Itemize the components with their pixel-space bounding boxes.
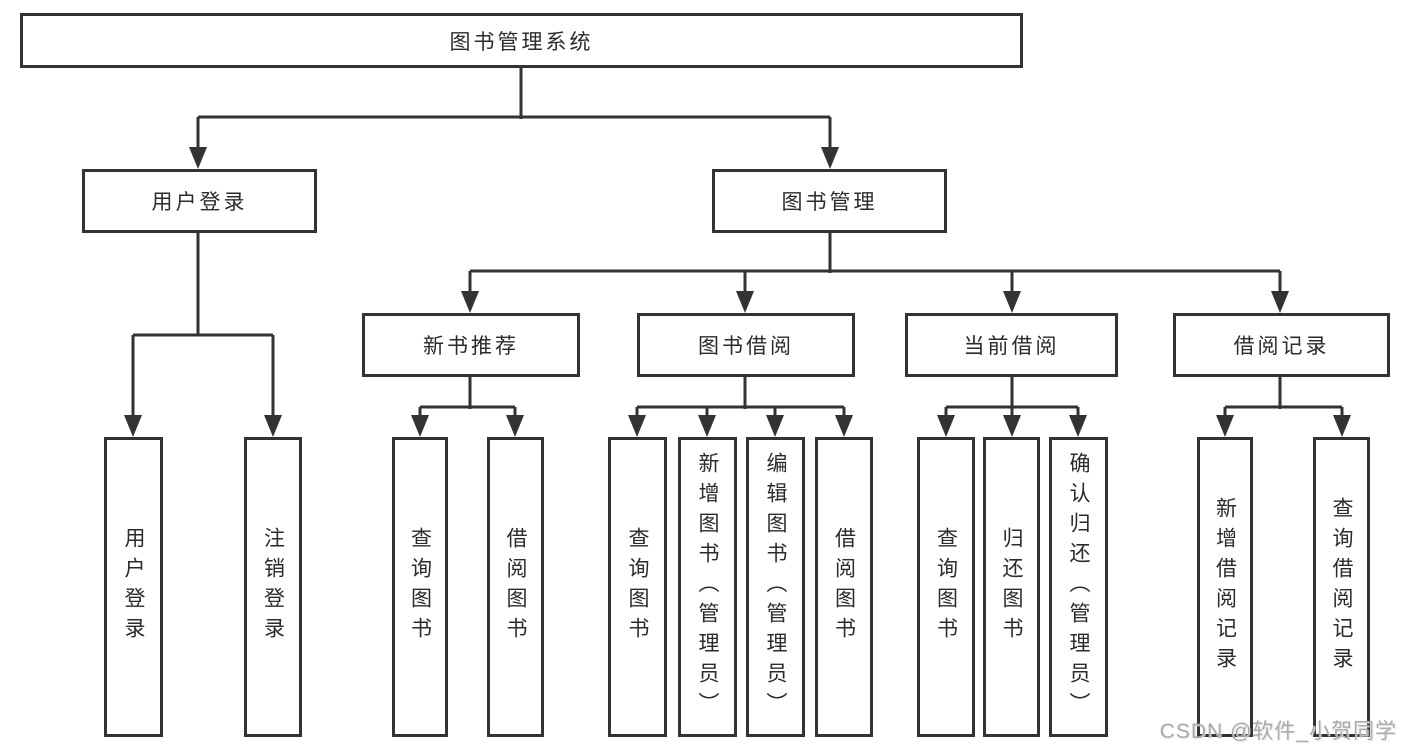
node-book-management: 图书管理 [712, 169, 947, 233]
node-current-borrowing: 当前借阅 [905, 313, 1118, 377]
node-user-login: 用户登录 [82, 169, 317, 233]
leaf-return-book: 归还图书 [983, 437, 1040, 737]
leaf-query-book-current: 查询图书 [917, 437, 975, 737]
leaf-query-borrow-record: 查询借阅记录 [1313, 437, 1370, 737]
leaf-query-book-recommend: 查询图书 [392, 437, 448, 737]
node-borrow-records: 借阅记录 [1173, 313, 1390, 377]
leaf-user-login: 用户登录 [104, 437, 163, 737]
connector-lines [131, 68, 1344, 418]
node-new-book-recommend: 新书推荐 [362, 313, 580, 377]
leaf-logout-login: 注销登录 [244, 437, 302, 737]
leaf-add-book-admin: 新增图书（管理员） [678, 437, 737, 737]
leaf-borrow-book-borrowing: 借阅图书 [815, 437, 873, 737]
leaf-confirm-return-admin: 确认归还（管理员） [1049, 437, 1108, 737]
node-library-management-system: 图书管理系统 [20, 13, 1023, 68]
leaf-query-book-borrowing: 查询图书 [608, 437, 667, 737]
leaf-borrow-book-recommend: 借阅图书 [487, 437, 544, 737]
leaf-edit-book-admin: 编辑图书（管理员） [746, 437, 805, 737]
leaf-add-borrow-record: 新增借阅记录 [1197, 437, 1253, 737]
arrowhead-icons [124, 147, 1351, 437]
node-book-borrowing: 图书借阅 [637, 313, 855, 377]
csdn-watermark: CSDN @软件_小贺同学 [1159, 720, 1397, 743]
